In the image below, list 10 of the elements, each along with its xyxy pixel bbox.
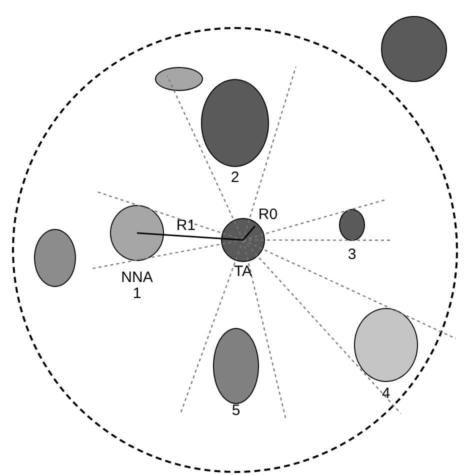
node-label: 3	[348, 247, 356, 263]
node-label: 2	[230, 170, 240, 186]
node-label: 1	[132, 286, 142, 302]
node-label: 5	[232, 403, 240, 419]
edge-label: R1	[176, 218, 196, 234]
radius-label: R0	[258, 207, 278, 223]
node-label: 4	[382, 386, 390, 402]
node-label: NNA	[121, 270, 153, 286]
node-label: TA	[234, 264, 252, 280]
distance-line	[136, 232, 244, 241]
